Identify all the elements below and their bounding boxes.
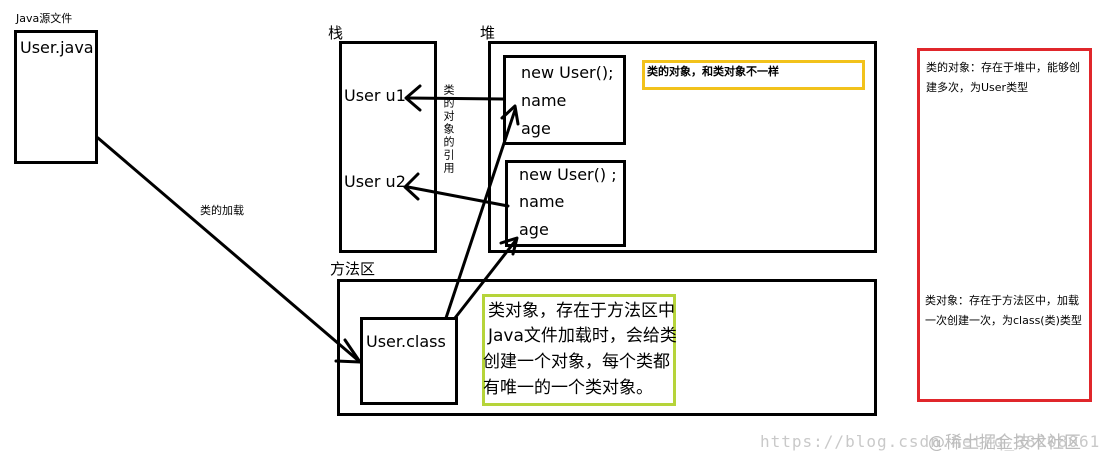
method-area-title: 方法区 (330, 260, 376, 278)
watermark-url: https://blog.csdn.net/q_38208061 (760, 432, 1101, 451)
stack-u2: User u2 (344, 172, 406, 191)
heap-note-box: 类的对象，和类对象不一样 (642, 60, 865, 90)
source-file-box: User.java (14, 30, 98, 164)
obj2-new: new User() ; (519, 165, 617, 184)
obj1-name: name (521, 91, 567, 110)
method-note-line1: 类对象，存在于方法区中 (488, 301, 675, 321)
obj2-name: name (519, 192, 565, 211)
obj1-age: age (521, 119, 551, 138)
heap-note-text: 类的对象，和类对象不一样 (647, 65, 779, 78)
stack-box (339, 41, 437, 253)
heap-object-1: new User(); name age (503, 55, 626, 145)
stack-title: 栈 (328, 24, 344, 42)
watermark-site: @稀土掘金技术社区 (928, 433, 1081, 453)
class-loading-label: 类的加载 (200, 204, 244, 217)
class-loading-arrow (96, 136, 362, 364)
method-note-line3: 创建一个对象，每个类都 (483, 352, 670, 372)
class-file-box: User.class (360, 317, 458, 405)
stack-u1: User u1 (344, 86, 406, 105)
class-file-label: User.class (366, 332, 446, 351)
heap-object-2: new User() ; name age (505, 160, 626, 247)
right-panel: 类的对象：存在于堆中，能够创建多次，为User类型 类对象：存在于方法区中，加载… (917, 48, 1092, 402)
reference-label: 类的对象的引用 (442, 84, 455, 175)
right-panel-text-2: 类对象：存在于方法区中，加载一次创建一次，为class(类)类型 (925, 294, 1082, 327)
method-note-line4: 有唯一的一个类对象。 (483, 378, 653, 398)
heap-title: 堆 (480, 24, 496, 42)
right-panel-text-1: 类的对象：存在于堆中，能够创建多次，为User类型 (926, 61, 1080, 94)
method-note-line2: Java文件加载时，会给类 (488, 326, 677, 346)
source-file-label: User.java (20, 38, 94, 57)
obj1-new: new User(); (521, 63, 614, 82)
source-caption: Java源文件 (16, 12, 73, 25)
method-note-box: 类对象，存在于方法区中 Java文件加载时，会给类 创建一个对象，每个类都 有唯… (482, 294, 677, 406)
obj2-age: age (519, 220, 549, 239)
